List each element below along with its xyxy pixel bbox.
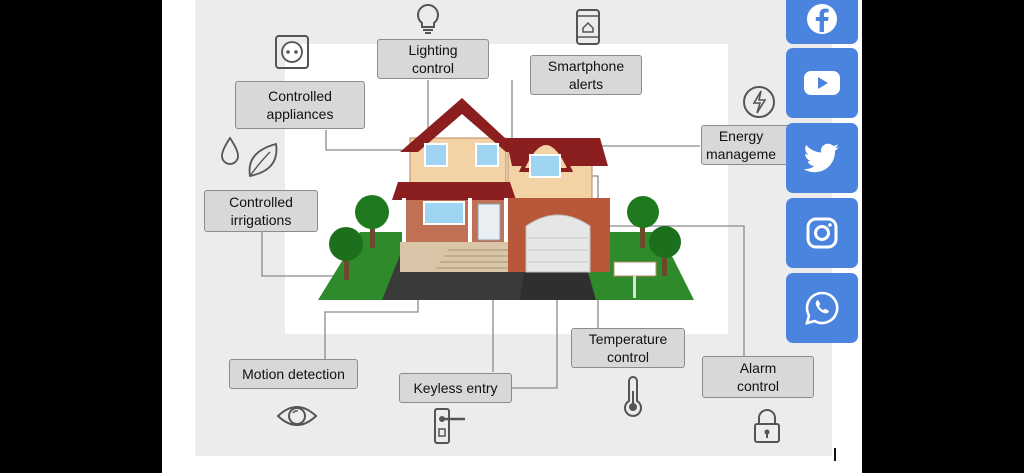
- whatsapp-icon: [805, 291, 839, 325]
- water-drop-leaf-icon: [221, 136, 278, 178]
- windows: [423, 143, 561, 225]
- window-upper-left: [424, 143, 448, 167]
- youtube-icon: [804, 71, 840, 95]
- label-temperature-control: Temperature control: [571, 328, 685, 368]
- driveway: [520, 272, 596, 300]
- power-socket-icon: [275, 35, 309, 69]
- tree-left-front: [329, 227, 363, 280]
- connector-appliances: [325, 130, 412, 151]
- porch-steps: [436, 249, 510, 269]
- social-share-bar: [786, 0, 858, 345]
- porch-column-1: [402, 198, 406, 244]
- porch-column-3: [504, 198, 508, 244]
- smartphone-icon: [576, 9, 600, 45]
- yard-sign-post: [633, 276, 636, 298]
- label-alarm-control: Alarm control: [702, 356, 814, 398]
- window-dormer: [529, 154, 561, 178]
- label-lighting-control: Lighting control: [377, 39, 489, 79]
- main-roof: [400, 98, 520, 152]
- youtube-share-button[interactable]: [786, 48, 858, 118]
- garage-door-panels: [528, 237, 588, 263]
- front-door: [477, 203, 501, 241]
- tree-right-back: [627, 196, 659, 248]
- label-motion-detection: Motion detection: [229, 359, 358, 389]
- connector-keyless-2: [512, 270, 558, 389]
- lightning-icon: [743, 86, 775, 118]
- label-smartphone-alerts: Smartphone alerts: [530, 55, 642, 95]
- porch-roof: [392, 182, 516, 200]
- thermometer-icon: [624, 376, 642, 417]
- door-lock-icon: [434, 408, 465, 444]
- tree-left-back: [355, 195, 389, 248]
- facebook-share-button[interactable]: [786, 0, 858, 44]
- garage-door: [525, 214, 591, 273]
- yard-sign: [613, 261, 657, 277]
- padlock-icon: [754, 409, 780, 443]
- window-upper-right: [475, 143, 499, 167]
- label-keyless-entry: Keyless entry: [399, 373, 512, 403]
- instagram-icon: [806, 217, 838, 249]
- label-controlled-appliances: Controlled appliances: [235, 81, 365, 129]
- eye-icon: [276, 406, 318, 426]
- twitter-share-button[interactable]: [786, 123, 858, 193]
- twitter-icon: [803, 143, 839, 173]
- porch-column-2: [468, 198, 472, 244]
- facebook-icon: [807, 4, 837, 34]
- light-bulb-icon: [417, 3, 439, 34]
- whatsapp-share-button[interactable]: [786, 273, 858, 343]
- tree-right-front: [649, 226, 681, 276]
- label-controlled-irrigations: Controlled irrigations: [204, 190, 318, 232]
- connector-irrigations: [261, 232, 340, 277]
- label-energy-management: Energy manageme: [701, 125, 795, 165]
- instagram-share-button[interactable]: [786, 198, 858, 268]
- text-cursor: [834, 448, 836, 461]
- window-porch: [423, 201, 465, 225]
